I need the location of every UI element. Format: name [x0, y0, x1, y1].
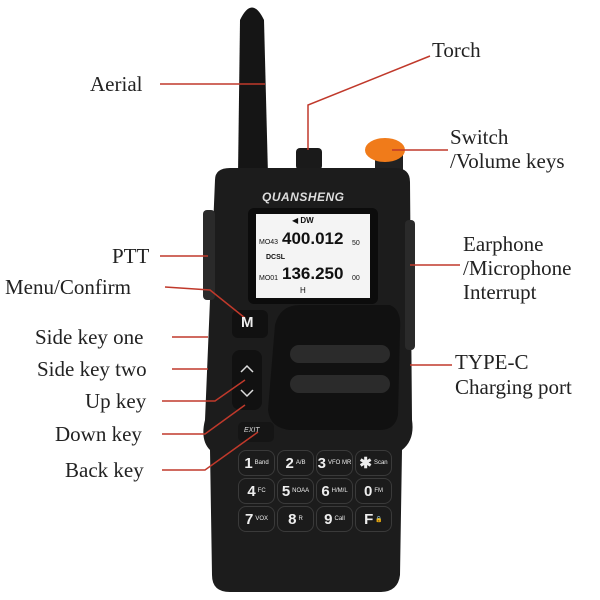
screen-freq2-suffix: 00 — [352, 275, 360, 282]
key-function: 🔒 — [375, 516, 383, 523]
menu-key-bg — [232, 310, 268, 338]
label-ptt: PTT — [112, 244, 150, 268]
keypad-key[interactable]: ✱Scan — [355, 450, 392, 476]
speaker-grille — [268, 305, 401, 430]
label-side-key-two: Side key two — [37, 357, 147, 381]
screen-freq1: 400.012 — [282, 229, 344, 248]
key-number: 8 — [288, 510, 297, 528]
label-aerial: Aerial — [90, 72, 143, 96]
key-number: 2 — [285, 454, 294, 472]
keypad-key[interactable]: F🔒 — [355, 506, 392, 532]
label-up-key: Up key — [85, 389, 147, 413]
label-typec: TYPE-C — [455, 350, 529, 374]
key-number: 5 — [281, 482, 291, 500]
key-function: VOX — [255, 516, 268, 522]
key-function: H/M/L — [331, 488, 348, 494]
brand-logo: QUANSHENG — [262, 190, 345, 204]
side-cover — [405, 220, 415, 350]
label-menu-confirm: Menu/Confirm — [5, 275, 131, 299]
screen-mode: ◀ DW — [292, 216, 314, 225]
label-back-key: Back key — [65, 458, 144, 482]
label-interrupt: Interrupt — [463, 280, 537, 304]
down-key-icon — [240, 389, 254, 398]
volume-knob — [365, 138, 405, 162]
menu-key[interactable]: M — [241, 314, 254, 331]
key-function: A/B — [295, 460, 306, 466]
screen-freq2: 136.250 — [282, 264, 344, 283]
nav-keys-bg — [232, 350, 262, 410]
aerial-antenna — [238, 7, 268, 175]
screen-ch1: MO43 — [259, 239, 279, 246]
torch — [296, 148, 322, 170]
key-function: Band — [254, 460, 269, 466]
key-function: VFO MR — [328, 460, 352, 466]
key-number: 9 — [324, 510, 333, 528]
key-function: FM — [374, 488, 383, 494]
label-charging-port: Charging port — [455, 375, 572, 399]
screen-freq1-suffix: 50 — [352, 240, 360, 247]
key-number: F — [364, 510, 374, 528]
key-number: 6 — [321, 482, 330, 500]
label-switch: Switch — [450, 125, 509, 149]
up-key-icon — [240, 364, 254, 373]
screen — [256, 214, 370, 298]
screen-power: H — [300, 286, 306, 295]
key-number: ✱ — [359, 455, 372, 472]
key-function: FC — [257, 488, 266, 494]
label-torch: Torch — [432, 38, 481, 62]
leader-lines — [160, 55, 460, 471]
key-function: R — [298, 516, 303, 522]
key-number: 0 — [363, 482, 373, 500]
screen-ch2: MO01 — [259, 275, 279, 282]
exit-key[interactable]: EXIT — [244, 427, 260, 434]
label-side-key-one: Side key one — [35, 325, 144, 349]
key-function: Call — [334, 516, 345, 522]
screen-tone: DCSL — [266, 254, 286, 261]
label-volume-keys: /Volume keys — [450, 149, 565, 173]
label-earphone: Earphone — [463, 232, 544, 256]
ptt-button — [203, 210, 215, 300]
label-microphone: /Microphone — [463, 256, 572, 280]
key-function: NOAA — [292, 488, 310, 494]
label-down-key: Down key — [55, 422, 142, 446]
key-number: 7 — [244, 510, 254, 528]
key-number: 1 — [244, 454, 253, 472]
key-number: 3 — [317, 454, 326, 472]
key-function: Scan — [373, 460, 388, 466]
key-number: 4 — [247, 482, 256, 500]
